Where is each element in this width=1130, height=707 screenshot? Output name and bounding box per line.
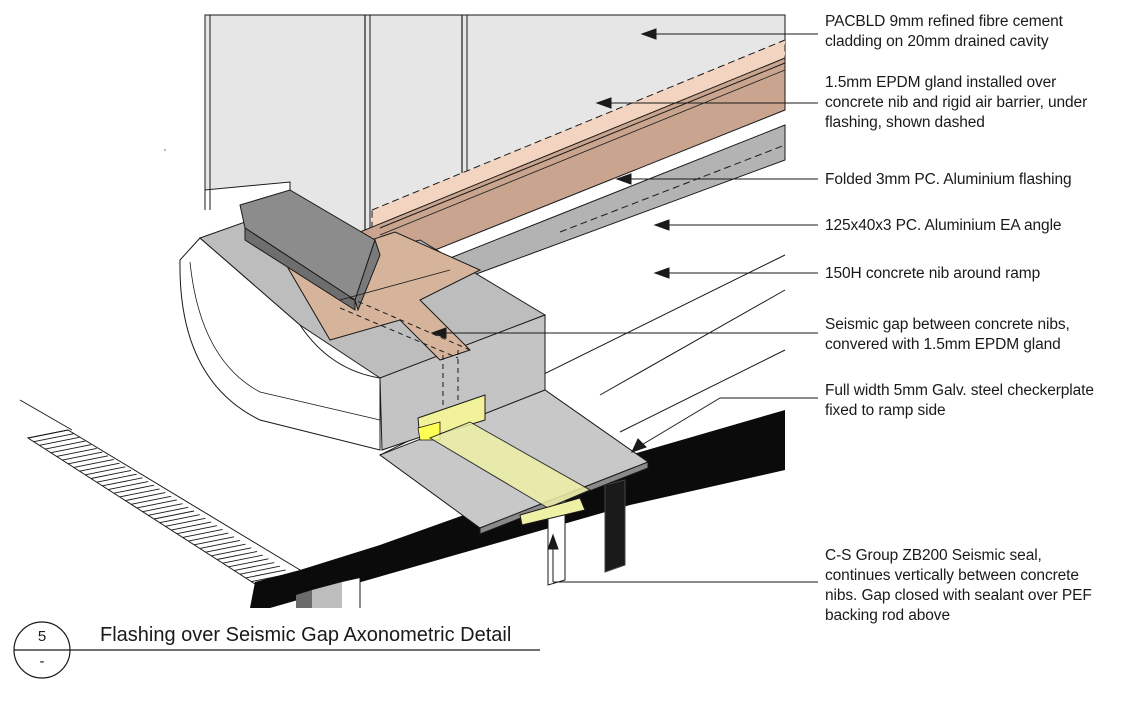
callout-line: cladding on 20mm drained cavity [825,33,1049,50]
hatch-line [45,440,86,450]
hatch-line [85,466,126,476]
callout-line: fixed to ramp side [825,402,946,419]
hatch-line [108,481,149,490]
detail-sheet: - [39,653,45,670]
hatch-line [222,554,263,564]
hatch-line [194,536,235,546]
callout-line: nibs. Gap closed with sealant over PEF [825,587,1092,604]
hatch-line [239,565,280,575]
hatch-line [90,470,132,479]
hatch-line [199,540,240,549]
callout-line: Folded 3mm PC. Aluminium flashing [825,171,1072,188]
ramp-hatch [19,399,322,601]
callout-line: C-S Group ZB200 Seismic seal, [825,547,1042,564]
callout-nib: 150H concrete nib around ramp [825,264,1040,284]
callout-line: 125x40x3 PC. Aluminium EA angle [825,217,1062,234]
callout-line: flashing, shown dashed [825,114,985,131]
hatch-line [39,436,80,446]
hatch-line [68,455,109,465]
hatch-line [216,551,258,560]
detail-marker [13,621,540,679]
hatch-line [73,459,114,468]
stray-mark [164,149,166,151]
hatch-line [228,558,269,568]
callout-checkerplate: Full width 5mm Galv. steel checkerplate … [825,381,1094,421]
flashing-return [239,189,482,361]
hatch-line [56,447,97,457]
hatch-line [165,517,206,527]
hatch-line [176,525,217,535]
callout-line: PACBLD 9mm refined fibre cement [825,13,1063,30]
callout-flashing: Folded 3mm PC. Aluminium flashing [825,170,1072,190]
hatch-line [131,495,172,505]
callout-line: convered with 1.5mm EPDM gland [825,336,1061,353]
hatch-line [245,569,286,579]
hatch-line [171,521,212,531]
hatch-line [119,488,160,498]
hatch-line [27,429,69,439]
hatch-line [182,528,223,538]
leader-lines [430,28,818,583]
hatch-line [211,547,252,557]
callout-line: 1.5mm EPDM gland installed over [825,74,1057,91]
callout-line: Seismic gap between concrete nibs, [825,316,1070,333]
hatch-line [188,532,229,542]
detail-title: Flashing over Seismic Gap Axonometric De… [100,624,512,646]
hatch-line [96,473,137,483]
hatch-line [205,543,246,553]
hatch-line [153,510,195,520]
hatch-line [113,484,154,494]
callout-epdm-gland: 1.5mm EPDM gland installed over concrete… [825,73,1087,133]
hatch-line [148,506,189,516]
callout-line: backing rod above [825,607,950,624]
hatch-line [50,444,91,454]
hatch-line [62,451,103,461]
callout-seismic-gap: Seismic gap between concrete nibs, conve… [825,315,1070,355]
callout-line: concrete nib and rigid air barrier, unde… [825,94,1088,111]
hatch-line [234,562,275,571]
seismic-seal [417,394,592,526]
hatch-line [33,433,74,443]
hatch-line [79,462,120,472]
hatch-line [136,499,177,509]
hatch-line [125,492,166,502]
callout-line: Full width 5mm Galv. steel checkerplate [825,382,1094,399]
detail-number: 5 [37,628,47,645]
hatch-line [102,477,143,487]
hatch-line [142,503,183,513]
callout-angle: 125x40x3 PC. Aluminium EA angle [825,216,1062,236]
callout-line: continues vertically between concrete [825,567,1079,584]
callout-seismic-seal: C-S Group ZB200 Seismic seal, continues … [825,546,1092,626]
callout-line: 150H concrete nib around ramp [825,265,1041,282]
callout-cladding: PACBLD 9mm refined fibre cement cladding… [825,12,1063,52]
epdm-gland [371,39,786,231]
hatch-line [159,514,200,524]
